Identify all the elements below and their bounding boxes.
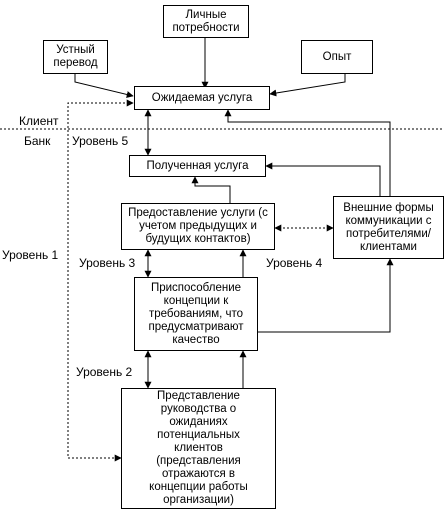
label-bank: Банк — [24, 134, 51, 148]
arrow-external-to-expected — [224, 109, 391, 196]
box-service-delivery: Предоставление услуги (с учетом предыдущ… — [121, 203, 275, 250]
arrow-oral-to-expected — [74, 74, 134, 98]
label-level3: Уровень 3 — [79, 256, 136, 270]
arrow-level4 — [258, 258, 394, 333]
box-external-communication: Внешние формы коммуникации с потребителя… — [333, 196, 444, 259]
box-oral-translation: Устный перевод — [43, 40, 108, 74]
box-concept-adaptation: Приспособление концепции к требованиям, … — [134, 277, 258, 351]
label-client: Клиент — [19, 114, 59, 128]
arrow-external-to-received — [265, 162, 381, 196]
label-level4: Уровень 4 — [266, 256, 323, 270]
label-level2: Уровень 2 — [76, 365, 133, 379]
label-level5: Уровень 5 — [72, 134, 129, 148]
arrow-delivery-to-received — [191, 176, 231, 203]
arrow-level1-dotted — [67, 99, 134, 462]
box-received-service: Полученная услуга — [129, 155, 266, 177]
box-expected-service: Ожидаемая услуга — [134, 86, 270, 110]
box-experience: Опыт — [301, 40, 373, 74]
label-level1: Уровень 1 — [2, 248, 59, 262]
box-personal-needs: Личные потребности — [163, 5, 249, 38]
box-management-perception: Представление руководства о ожиданиях по… — [121, 388, 276, 509]
arrow-experience-to-expected — [269, 74, 346, 97]
